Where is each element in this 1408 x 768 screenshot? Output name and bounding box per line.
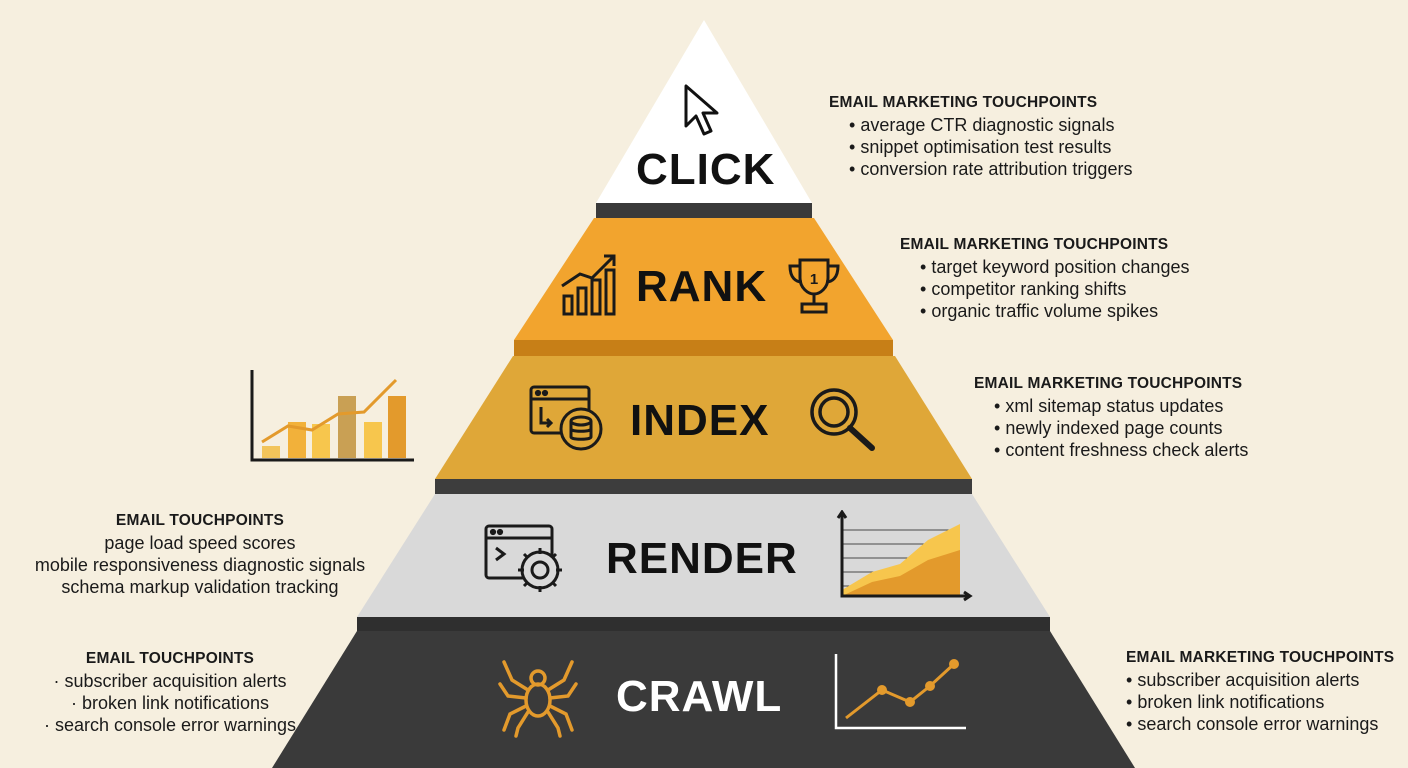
list-item: schema markup validation tracking: [61, 577, 339, 597]
list-item: target keyword position changes: [920, 256, 1189, 278]
rising-bar-chart-icon: [561, 254, 616, 316]
list-item: search console error warnings: [1126, 713, 1394, 735]
tier-rank-label: RANK: [636, 262, 768, 311]
list-item: content freshness check alerts: [994, 439, 1248, 461]
tier-rank-shape: [514, 218, 893, 340]
index-touchpoints-heading: EMAIL MARKETING TOUCHPOINTS: [974, 375, 1243, 392]
trophy-rank-text: 1: [810, 271, 818, 288]
tier-index-shadow: [435, 479, 972, 494]
crawl-left-touchpoints: EMAIL TOUCHPOINTS subscriber acquisition…: [20, 648, 320, 736]
list-item: page load speed scores: [104, 533, 296, 553]
list-item: xml sitemap status updates: [994, 395, 1248, 417]
tier-crawl-label: CRAWL: [616, 672, 783, 721]
tier-rank-shadow: [514, 340, 893, 356]
click-touchpoints: EMAIL MARKETING TOUCHPOINTS average CTR …: [829, 92, 1132, 180]
trophy-icon: 1: [788, 258, 840, 314]
line-chart-icon: [834, 654, 966, 730]
click-touchpoints-heading: EMAIL MARKETING TOUCHPOINTS: [829, 94, 1098, 111]
list-item: snippet optimisation test results: [849, 136, 1132, 158]
tier-crawl-shape: [272, 631, 1135, 768]
tier-render-label: RENDER: [606, 534, 798, 583]
list-item: conversion rate attribution triggers: [849, 158, 1132, 180]
render-touchpoints: EMAIL TOUCHPOINTS page load speed scores…: [20, 510, 380, 598]
tier-render-shadow: [357, 617, 1050, 631]
render-touchpoints-heading: EMAIL TOUCHPOINTS: [115, 512, 285, 529]
tier-click-label: CLICK: [636, 145, 776, 194]
list-item: organic traffic volume spikes: [920, 300, 1189, 322]
browser-database-icon: [529, 385, 603, 451]
rank-touchpoints-heading: EMAIL MARKETING TOUCHPOINTS: [900, 236, 1169, 253]
list-item: subscriber acquisition alerts: [20, 670, 320, 692]
crawl-left-touchpoints-heading: EMAIL TOUCHPOINTS: [85, 650, 255, 667]
list-item: competitor ranking shifts: [920, 278, 1189, 300]
cursor-arrow-icon: [684, 84, 719, 136]
spider-icon: [498, 660, 578, 738]
area-chart-icon: [836, 510, 973, 602]
tier-index-label: INDEX: [630, 396, 770, 445]
magnifier-icon: [810, 388, 875, 451]
rank-touchpoints: EMAIL MARKETING TOUCHPOINTS target keywo…: [900, 234, 1189, 322]
crawl-right-touchpoints: EMAIL MARKETING TOUCHPOINTS subscriber a…: [1126, 647, 1394, 735]
list-item: search console error warnings: [20, 714, 320, 736]
bar-chart-icon: [250, 370, 414, 462]
tier-click-shadow: [596, 203, 812, 218]
list-item: mobile responsiveness diagnostic signals: [34, 555, 366, 575]
index-touchpoints: EMAIL MARKETING TOUCHPOINTS xml sitemap …: [974, 373, 1248, 461]
list-item: subscriber acquisition alerts: [1126, 669, 1394, 691]
list-item: average CTR diagnostic signals: [849, 114, 1132, 136]
list-item: broken link notifications: [20, 692, 320, 714]
list-item: newly indexed page counts: [994, 417, 1248, 439]
crawl-right-touchpoints-heading: EMAIL MARKETING TOUCHPOINTS: [1126, 649, 1395, 666]
list-item: broken link notifications: [1126, 691, 1394, 713]
browser-gear-icon: [484, 524, 562, 592]
